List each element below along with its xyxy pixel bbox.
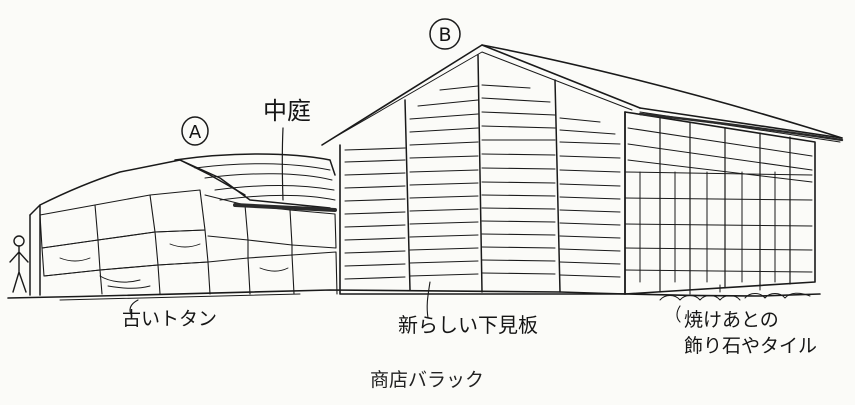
burnt-deco-pointer	[676, 305, 681, 323]
old-tin-pointer	[129, 299, 139, 317]
marker-b: B	[429, 18, 461, 50]
building-a	[29, 153, 338, 296]
old-tin-label: 古いトタン	[122, 308, 217, 330]
new-boards-label: 新らしい下見板	[398, 313, 538, 337]
marker-b-label: B	[438, 24, 451, 46]
marker-a: A	[181, 116, 209, 146]
building-b	[321, 44, 844, 301]
burnt-deco-label-line2: 飾り石やタイル	[684, 335, 817, 357]
marker-a-label: A	[189, 122, 202, 143]
foundation-stones	[659, 282, 811, 301]
person-figure	[9, 235, 29, 293]
siding-lines	[344, 84, 621, 280]
window-grid	[624, 171, 813, 283]
courtyard-pointer	[281, 127, 284, 201]
ground-line	[7, 289, 821, 301]
new-boards-pointer	[426, 281, 431, 319]
figure-caption: 商店バラック	[370, 369, 484, 391]
courtyard-label: 中庭	[263, 97, 311, 125]
burnt-deco-label-line1: 焼けあとの	[684, 309, 779, 331]
